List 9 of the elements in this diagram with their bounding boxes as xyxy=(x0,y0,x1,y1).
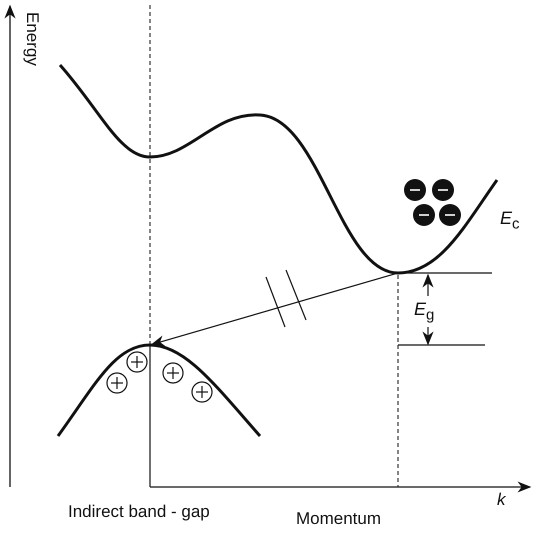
valence-band-curve xyxy=(56,344,262,437)
axis-label: Energy xyxy=(22,12,42,66)
axis-label: Momentum xyxy=(296,509,382,529)
band-label: E$_{c}$ xyxy=(500,208,520,235)
arrow xyxy=(150,272,396,346)
axis-label: k xyxy=(497,490,506,510)
gap-label: E$_{g}$ xyxy=(414,299,434,326)
conduction-band-curve xyxy=(58,64,498,274)
caption-text: Indirect band - gap xyxy=(68,502,210,522)
